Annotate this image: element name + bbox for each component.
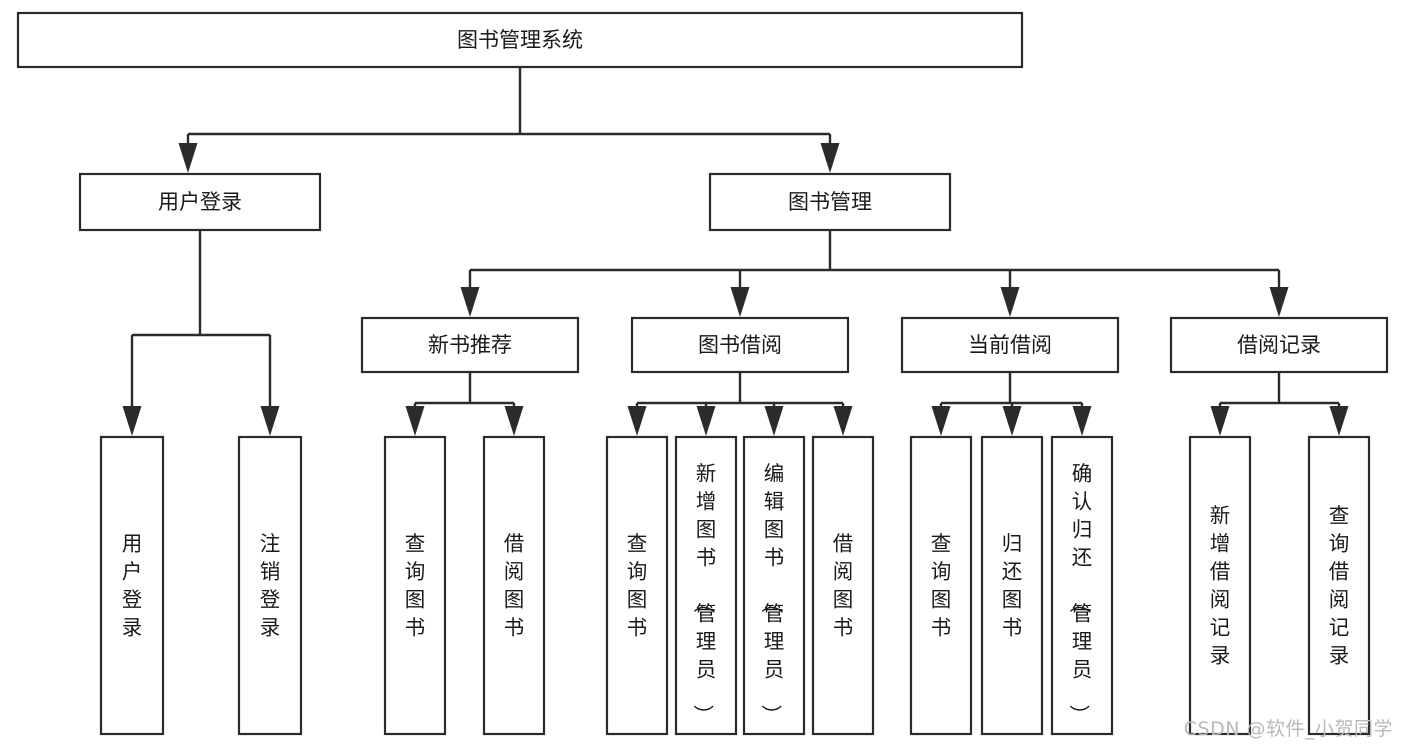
node-label: 用户登录 [158, 190, 242, 214]
node-box[interactable] [1188, 435, 1252, 736]
node-box[interactable] [980, 435, 1044, 736]
node-leaf-borrow-book-2[interactable]: 借阅图书 [811, 435, 875, 736]
connector-root-to-level2 [178, 67, 840, 173]
node-leaf-query-borrow-record[interactable]: 查询借阅记录 [1307, 435, 1371, 736]
node-box[interactable] [383, 435, 447, 736]
node-box[interactable] [630, 316, 850, 374]
node-leaf-query-book-2[interactable]: 查询图书 [605, 435, 669, 736]
node-current-borrow[interactable]: 当前借阅 [900, 316, 1120, 374]
node-box[interactable] [811, 435, 875, 736]
connector-arrowhead-icon [504, 406, 524, 436]
node-box[interactable] [16, 11, 1024, 69]
connector-arrowhead-icon [122, 406, 142, 436]
node-box[interactable] [99, 435, 165, 736]
connector-layer [122, 67, 1349, 436]
node-label: 新增图书（管理员） [691, 462, 717, 726]
node-label: 查询图书 [405, 532, 426, 640]
connector-bookmanage-to-level3 [460, 230, 1289, 317]
node-leaf-query-book-3[interactable]: 查询图书 [909, 435, 973, 736]
node-label: 借阅图书 [833, 532, 854, 640]
node-box[interactable] [605, 435, 669, 736]
connector-recommend-to-leaves [405, 372, 524, 436]
node-label: 归还图书 [1002, 532, 1023, 640]
node-label: 用户登录 [122, 532, 143, 640]
node-leaf-edit-book-admin[interactable]: 编辑图书（管理员） [742, 435, 806, 736]
node-leaf-add-book-admin[interactable]: 新增图书（管理员） [674, 435, 738, 736]
node-label: 借阅图书 [504, 532, 525, 640]
node-label: 图书管理系统 [457, 28, 583, 52]
node-label: 编辑图书（管理员） [759, 462, 785, 726]
node-label: 确认归还（管理员） [1067, 462, 1093, 726]
connector-borrow-to-leaves [627, 372, 853, 436]
connector-current-to-leaves [931, 372, 1092, 436]
node-leaf-user-login[interactable]: 用户登录 [99, 435, 165, 736]
node-layer: 图书管理系统用户登录图书管理新书推荐图书借阅当前借阅借阅记录用户登录注销登录查询… [16, 11, 1389, 736]
node-box[interactable] [708, 172, 952, 232]
connector-arrowhead-icon [178, 143, 198, 173]
connector-userlogin-to-leaves [122, 230, 280, 436]
node-label: 查询图书 [931, 532, 952, 640]
node-label: 借阅记录 [1237, 333, 1321, 357]
connector-arrowhead-icon [730, 287, 750, 317]
node-borrow-record[interactable]: 借阅记录 [1169, 316, 1389, 374]
connector-arrowhead-icon [1072, 406, 1092, 436]
node-box[interactable] [1169, 316, 1389, 374]
node-label: 新书推荐 [428, 333, 512, 357]
node-label: 查询图书 [627, 532, 648, 640]
node-label: 注销登录 [260, 532, 281, 640]
node-leaf-add-borrow-record[interactable]: 新增借阅记录 [1188, 435, 1252, 736]
node-label: 查询借阅记录 [1329, 504, 1350, 668]
node-box[interactable] [78, 172, 322, 232]
node-box[interactable] [742, 435, 806, 736]
node-box[interactable] [1307, 435, 1371, 736]
node-box[interactable] [1050, 435, 1114, 736]
connector-arrowhead-icon [405, 406, 425, 436]
node-box[interactable] [674, 435, 738, 736]
node-leaf-query-book-1[interactable]: 查询图书 [383, 435, 447, 736]
node-user-login[interactable]: 用户登录 [78, 172, 322, 232]
node-box[interactable] [900, 316, 1120, 374]
node-book-borrow[interactable]: 图书借阅 [630, 316, 850, 374]
node-book-manage[interactable]: 图书管理 [708, 172, 952, 232]
node-new-book-recommend[interactable]: 新书推荐 [360, 316, 580, 374]
connector-arrowhead-icon [833, 406, 853, 436]
connector-arrowhead-icon [696, 406, 716, 436]
connector-arrowhead-icon [1269, 287, 1289, 317]
connector-arrowhead-icon [460, 287, 480, 317]
node-box[interactable] [237, 435, 303, 736]
node-label: 图书管理 [788, 190, 872, 214]
node-label: 当前借阅 [968, 333, 1052, 357]
node-leaf-confirm-return-admin[interactable]: 确认归还（管理员） [1050, 435, 1114, 736]
node-leaf-user-logout[interactable]: 注销登录 [237, 435, 303, 736]
connector-arrowhead-icon [820, 143, 840, 173]
connector-record-to-leaves [1210, 372, 1349, 436]
connector-arrowhead-icon [931, 406, 951, 436]
node-leaf-return-book[interactable]: 归还图书 [980, 435, 1044, 736]
node-leaf-borrow-book-1[interactable]: 借阅图书 [482, 435, 546, 736]
node-box[interactable] [482, 435, 546, 736]
node-root[interactable]: 图书管理系统 [16, 11, 1024, 69]
node-box[interactable] [360, 316, 580, 374]
connector-arrowhead-icon [260, 406, 280, 436]
connector-arrowhead-icon [1002, 406, 1022, 436]
connector-arrowhead-icon [1000, 287, 1020, 317]
csdn-watermark: CSDN @软件_小贺同学 [1183, 718, 1393, 740]
node-label: 新增借阅记录 [1210, 504, 1231, 668]
connector-arrowhead-icon [1210, 406, 1230, 436]
node-box[interactable] [909, 435, 973, 736]
connector-arrowhead-icon [627, 406, 647, 436]
node-label: 图书借阅 [698, 333, 782, 357]
connector-arrowhead-icon [764, 406, 784, 436]
connector-arrowhead-icon [1329, 406, 1349, 436]
